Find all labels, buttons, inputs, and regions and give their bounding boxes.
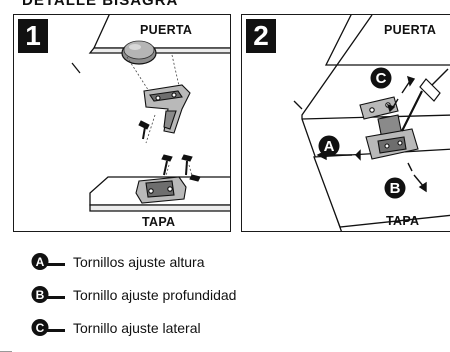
- base-board-shape: [313, 148, 450, 228]
- legend-text: Tornillos ajuste altura: [73, 253, 205, 270]
- plate-screws: [161, 154, 201, 182]
- step-number-badge: 1: [18, 19, 48, 53]
- step-2-panel: 2 PUERTA TAPA C A B: [241, 14, 450, 232]
- svg-text:B: B: [36, 288, 45, 302]
- legend-text: Tornillo ajuste lateral: [73, 319, 201, 336]
- hinge-cup: [121, 40, 157, 65]
- screw-icon: [138, 120, 150, 140]
- callout-b-icon: B: [31, 286, 65, 303]
- svg-text:B: B: [390, 180, 401, 197]
- mounting-plate: [135, 176, 187, 204]
- callout-b-icon: B: [384, 177, 406, 199]
- callout-c-icon: C: [31, 319, 65, 336]
- svg-text:C: C: [36, 321, 45, 335]
- legend-item: C Tornillo ajuste lateral: [31, 319, 236, 336]
- door-board-shape: [293, 15, 450, 231]
- legend-item: A Tornillos ajuste altura: [31, 253, 236, 270]
- door-label: PUERTA: [384, 23, 437, 37]
- step-2-illustration: [293, 15, 450, 231]
- step-1-panel: 1 PUERTA TAPA: [13, 14, 231, 232]
- door-label: PUERTA: [140, 23, 193, 37]
- svg-text:A: A: [36, 255, 45, 269]
- screwdriver-icon: [401, 68, 449, 132]
- page-title: DETALLE BISAGRA: [22, 0, 179, 9]
- svg-text:C: C: [376, 70, 387, 87]
- callout-a-icon: A: [31, 253, 65, 270]
- hinge-arm: [359, 96, 419, 160]
- step-number-badge: 2: [246, 19, 276, 53]
- callout-c-icon: C: [370, 67, 392, 89]
- legend-item: B Tornillo ajuste profundidad: [31, 286, 236, 303]
- legend-text: Tornillo ajuste profundidad: [73, 286, 237, 303]
- hinge-arm: [143, 84, 191, 134]
- legend: A Tornillos ajuste altura B Tornillo aju…: [31, 253, 236, 352]
- step-1-illustration: [71, 15, 230, 212]
- assembly-guide-lines: [126, 54, 195, 184]
- base-label: TAPA: [386, 214, 420, 228]
- callout-a-icon: A: [318, 135, 340, 157]
- base-label: TAPA: [142, 215, 176, 229]
- svg-text:A: A: [324, 138, 335, 155]
